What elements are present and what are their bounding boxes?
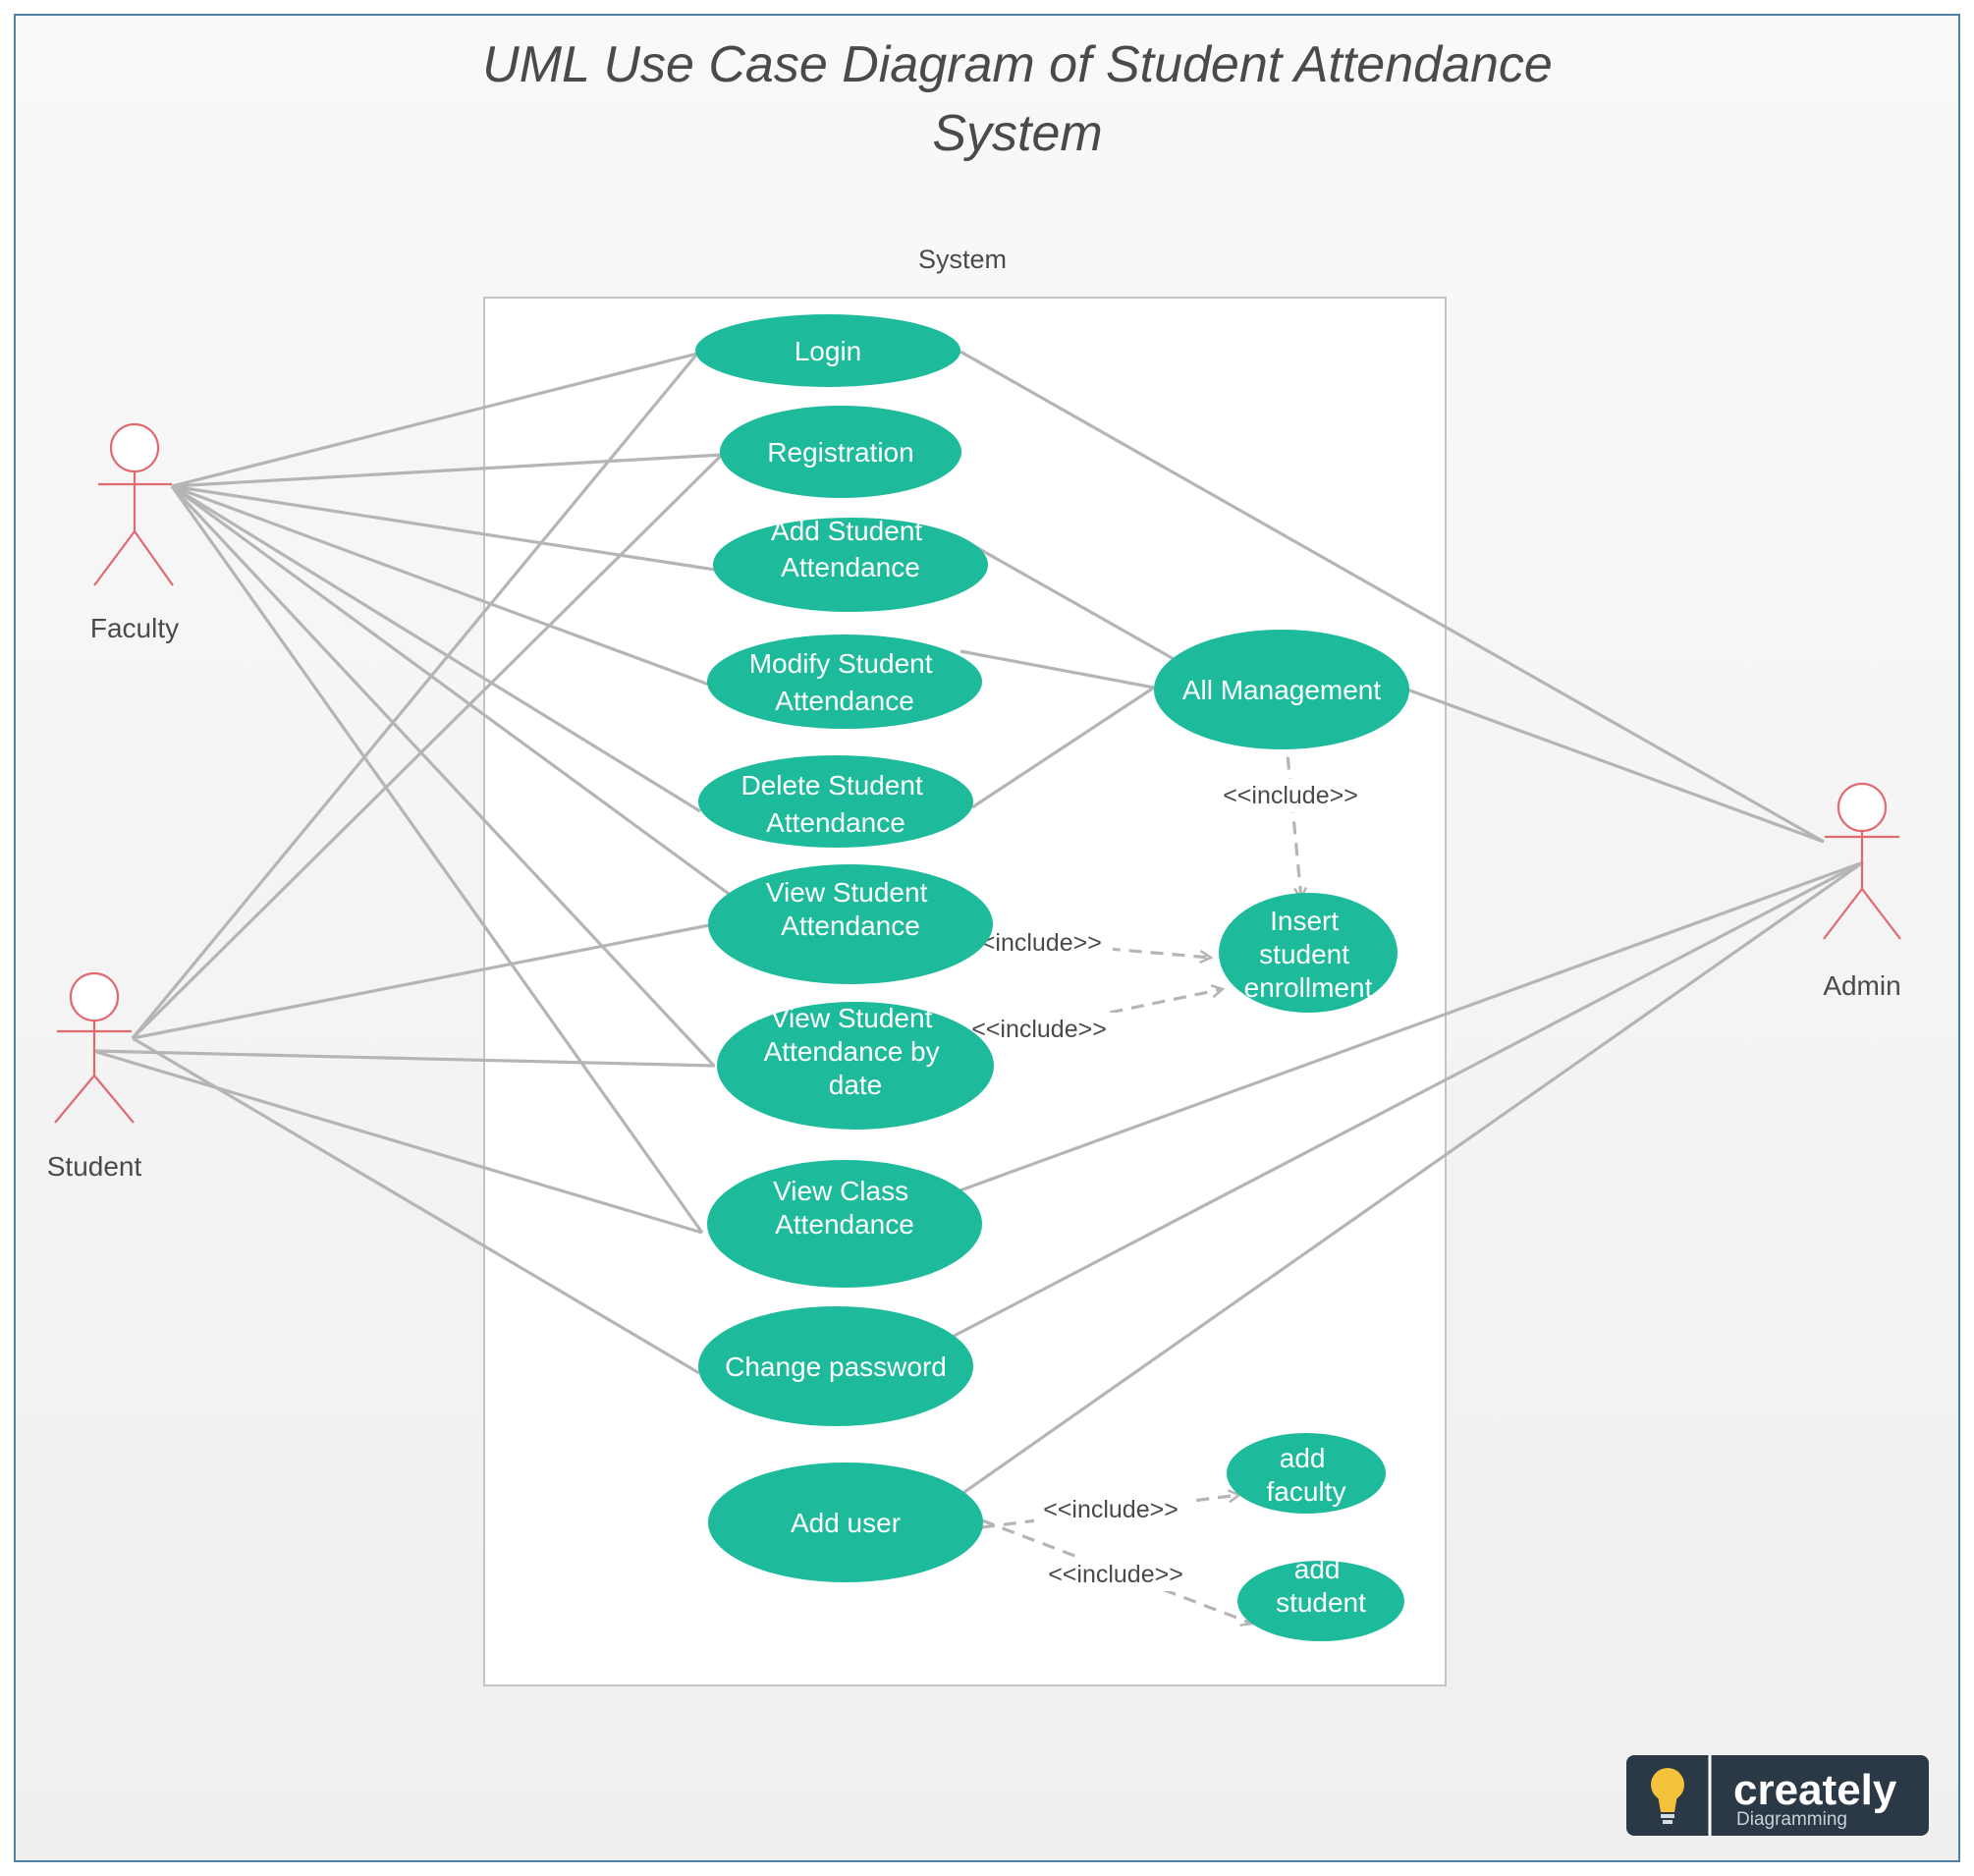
use-case-add-student[interactable] — [1237, 1561, 1404, 1641]
association-admin-view-class — [957, 860, 1864, 1193]
actor-faculty-label: Faculty — [90, 613, 179, 643]
use-case-registration[interactable] — [720, 406, 961, 498]
use-case-change-password-label: Change password — [725, 1352, 947, 1382]
actor-admin-head — [1837, 782, 1888, 833]
use-case-view-by-date[interactable] — [717, 1002, 994, 1130]
association-faculty-view-class — [170, 485, 704, 1234]
actor-faculty-head — [109, 422, 160, 473]
lightbulb-icon — [1651, 1768, 1684, 1824]
association-admin-change-password — [944, 860, 1864, 1343]
use-case-add-faculty[interactable] — [1227, 1433, 1386, 1514]
association-management-add-attendance — [966, 540, 1177, 662]
use-case-login[interactable] — [695, 314, 960, 387]
association-student-login — [131, 352, 699, 1040]
creately-logo: creately Diagramming — [1626, 1755, 1929, 1836]
creately-brand: creately — [1733, 1766, 1897, 1814]
use-case-add-user[interactable] — [708, 1462, 983, 1582]
system-label: System — [918, 245, 1007, 274]
use-case-all-management[interactable] — [1154, 630, 1409, 749]
use-case-all-management-label: All Management — [1182, 675, 1382, 705]
use-case-add-faculty-label: add faculty — [1267, 1443, 1346, 1507]
use-case-login-label: Login — [795, 336, 862, 366]
diagram-title-line2: System — [932, 105, 1102, 162]
association-admin-add-user — [957, 860, 1864, 1499]
include-label-add-faculty: <<include>> — [1043, 1496, 1179, 1523]
association-faculty-delete-attendance — [171, 484, 701, 813]
include-label-add-student: <<include>> — [1048, 1561, 1183, 1588]
actor-admin-label: Admin — [1823, 970, 1900, 1001]
actor-faculty[interactable] — [93, 422, 174, 586]
use-case-registration-label: Registration — [767, 437, 913, 468]
association-faculty-view-attendance — [171, 484, 730, 896]
use-case-delete-attendance[interactable] — [698, 755, 973, 848]
include-labels: <<include>> <<include>> <<include>> <<in… — [958, 779, 1368, 1591]
use-case-add-student-label: add student — [1276, 1554, 1366, 1618]
use-case-insert-enrollment[interactable] — [1219, 893, 1398, 1013]
use-case-view-class[interactable] — [707, 1160, 982, 1288]
actor-admin[interactable] — [1823, 782, 1901, 940]
actor-student[interactable] — [54, 971, 135, 1124]
use-case-change-password[interactable] — [698, 1306, 973, 1426]
use-case-delete-attendance-label: Delete Student Attendance — [740, 770, 930, 838]
use-case-view-class-label: View Class Attendance — [773, 1176, 916, 1240]
association-faculty-view-by-date — [170, 484, 716, 1068]
use-case-view-attendance-label: View Student Attendance — [766, 877, 935, 941]
actor-student-head — [69, 971, 120, 1022]
association-faculty-registration — [171, 453, 723, 488]
association-student-view-by-date — [92, 1049, 716, 1068]
association-admin-all-management — [1406, 688, 1825, 844]
association-faculty-add-attendance — [171, 484, 716, 572]
use-case-add-attendance[interactable] — [713, 518, 988, 612]
use-cases — [695, 314, 1409, 1641]
association-student-view-class — [92, 1049, 703, 1235]
association-lines — [92, 350, 1864, 1499]
use-case-labels: Login Registration Add Student Attendanc… — [725, 336, 1381, 1618]
include-label-management: <<include>> — [1223, 782, 1358, 809]
association-faculty-modify-attendance — [171, 484, 710, 687]
include-label-view-by-date: <<include>> — [971, 1016, 1107, 1043]
use-case-modify-attendance[interactable] — [707, 635, 982, 729]
association-student-change-password — [132, 1036, 700, 1375]
use-case-add-attendance-label: Add Student Attendance — [771, 516, 930, 582]
use-case-modify-attendance-label: Modify Student Attendance — [749, 648, 941, 716]
use-case-insert-enrollment-label: Insert student enrollment — [1244, 906, 1373, 1003]
association-admin-login — [960, 350, 1825, 844]
diagram-title-line1: UML Use Case Diagram of Student Attendan… — [482, 36, 1553, 93]
association-management-delete-attendance — [971, 686, 1155, 809]
actor-student-label: Student — [47, 1151, 142, 1182]
use-case-view-by-date-label: View Student Attendance by date — [764, 1003, 948, 1100]
creately-tagline: Diagramming — [1736, 1809, 1847, 1830]
use-case-view-attendance[interactable] — [708, 864, 993, 984]
use-case-add-user-label: Add user — [791, 1508, 901, 1538]
include-add-user-student — [981, 1518, 1252, 1624]
association-student-view-attendance — [132, 923, 710, 1040]
association-student-registration — [131, 453, 724, 1040]
association-faculty-login — [171, 352, 698, 488]
association-management-modify-attendance — [960, 649, 1155, 690]
